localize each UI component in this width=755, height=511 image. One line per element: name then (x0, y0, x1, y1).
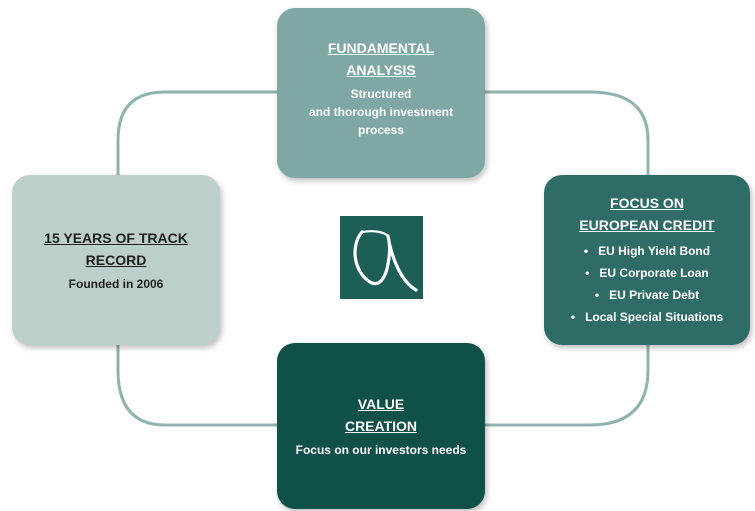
european-credit-card: FOCUS ON EUROPEAN CREDIT • EU High Yield … (544, 175, 750, 345)
title-line: FOCUS ON (610, 195, 684, 211)
title-line: CREATION (344, 418, 418, 434)
list-item: • EU High Yield Bond (571, 240, 723, 262)
fundamental-analysis-card: FUNDAMENTAL ANALYSIS Structured and thor… (277, 8, 485, 178)
list-item-label: Local Special Situations (585, 310, 724, 324)
title-line: FUNDAMENTAL (327, 40, 435, 56)
desc-line: Focus on our investors needs (295, 443, 467, 457)
title-line: ANALYSIS (346, 62, 416, 78)
bullet-icon: • (594, 288, 600, 302)
card-description: Founded in 2006 (69, 275, 164, 293)
list-item: • EU Corporate Loan (571, 262, 723, 284)
track-record-card: 15 YEARS OF TRACK RECORD Founded in 2006 (12, 175, 220, 345)
list-item: • Local Special Situations (571, 306, 723, 328)
bullet-icon: • (570, 310, 576, 324)
credit-focus-list: • EU High Yield Bond • EU Corporate Loan •… (571, 240, 723, 328)
card-title: FUNDAMENTAL ANALYSIS (328, 37, 434, 81)
value-creation-card: VALUE CREATION Focus on our investors ne… (277, 343, 485, 509)
title-line: 15 YEARS OF TRACK (44, 230, 188, 246)
list-item-label: EU Corporate Loan (599, 266, 709, 280)
title-line: EUROPEAN CREDIT (579, 217, 715, 233)
list-item-label: EU High Yield Bond (598, 244, 711, 258)
card-description: Structured and thorough investment proce… (309, 85, 453, 139)
title-line: RECORD (85, 252, 147, 268)
bullet-icon: • (583, 244, 589, 258)
list-item: • EU Private Debt (571, 284, 723, 306)
desc-line: and thorough investment (309, 105, 453, 119)
list-item-label: EU Private Debt (609, 288, 700, 302)
desc-line: process (357, 123, 405, 137)
alpha-logo-icon (340, 216, 423, 299)
desc-line: Founded in 2006 (68, 277, 164, 291)
card-title: FOCUS ON EUROPEAN CREDIT (579, 192, 714, 236)
bullet-icon: • (585, 266, 590, 280)
card-title: VALUE CREATION (345, 393, 417, 437)
card-description: Focus on our investors needs (296, 441, 467, 459)
card-title: 15 YEARS OF TRACK RECORD (44, 227, 188, 271)
desc-line: Structured (350, 87, 412, 101)
title-line: VALUE (357, 396, 405, 412)
